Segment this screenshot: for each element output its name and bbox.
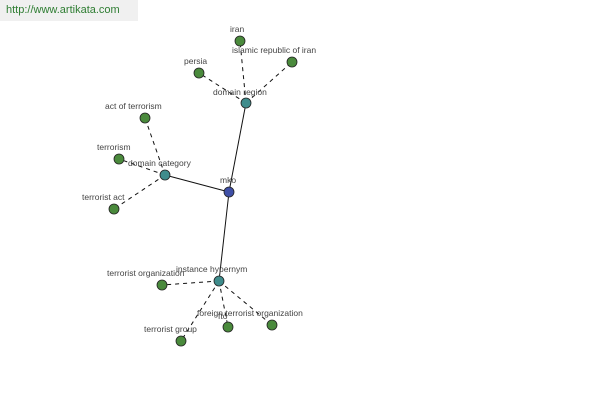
edge-root-to-domain-region bbox=[228, 102, 247, 193]
node-terrorist-group[interactable] bbox=[175, 335, 187, 347]
node-iran[interactable] bbox=[234, 35, 246, 47]
node-islamic-republic-of-iran[interactable] bbox=[286, 56, 298, 68]
node-terrorist-organization[interactable] bbox=[156, 279, 168, 291]
label-act-of-terrorism: act of terrorism bbox=[105, 101, 162, 111]
label-terrorism: terrorism bbox=[97, 142, 131, 152]
graph-nodes bbox=[108, 35, 298, 347]
edge-domain-category-to-terrorist-act bbox=[113, 174, 166, 210]
node-root[interactable] bbox=[223, 186, 235, 198]
node-fto[interactable] bbox=[222, 321, 234, 333]
label-terrorist-organization: terrorist organization bbox=[107, 268, 185, 278]
watermark-url: http://www.artikata.com bbox=[0, 0, 138, 21]
edge-domain-category-to-terrorism bbox=[118, 158, 166, 176]
edge-root-to-domain-category bbox=[164, 174, 230, 193]
graph-labels: mko domain region domain category instance … bbox=[82, 24, 316, 334]
edge-domain-region-to-persia bbox=[198, 72, 247, 104]
label-fto: fto bbox=[218, 311, 228, 321]
node-terrorism[interactable] bbox=[113, 153, 125, 165]
edge-root-to-instance-hypernym bbox=[218, 191, 230, 282]
node-persia[interactable] bbox=[193, 67, 205, 79]
label-islamic-republic-of-iran: islamic republic of iran bbox=[232, 45, 316, 55]
edge-instance-hypernym-to-foreign-terrorist-organization bbox=[218, 280, 273, 326]
edge-domain-category-to-act-of-terrorism bbox=[144, 117, 166, 176]
node-instance-hypernym[interactable] bbox=[213, 275, 225, 287]
edge-domain-region-to-iran bbox=[239, 40, 247, 104]
node-domain-region[interactable] bbox=[240, 97, 252, 109]
node-act-of-terrorism[interactable] bbox=[139, 112, 151, 124]
label-foreign-terrorist-organization: foreign terrorist organization bbox=[197, 308, 303, 318]
label-domain-region: domain region bbox=[213, 87, 267, 97]
label-terrorist-group: terrorist group bbox=[144, 324, 197, 334]
graph-edges bbox=[113, 40, 293, 342]
label-terrorist-act: terrorist act bbox=[82, 192, 125, 202]
label-instance-hypernym: instance hypernym bbox=[176, 264, 247, 274]
node-domain-category[interactable] bbox=[159, 169, 171, 181]
edge-domain-region-to-islamic-republic-of-iran bbox=[245, 61, 293, 104]
label-root: mko bbox=[220, 175, 236, 185]
node-terrorist-act[interactable] bbox=[108, 203, 120, 215]
label-persia: persia bbox=[184, 56, 207, 66]
node-foreign-terrorist-organization[interactable] bbox=[266, 319, 278, 331]
label-iran: iran bbox=[230, 24, 244, 34]
edge-instance-hypernym-to-terrorist-organization bbox=[161, 280, 220, 286]
label-domain-category: domain category bbox=[128, 158, 192, 168]
edge-instance-hypernym-to-terrorist-group bbox=[180, 280, 220, 342]
